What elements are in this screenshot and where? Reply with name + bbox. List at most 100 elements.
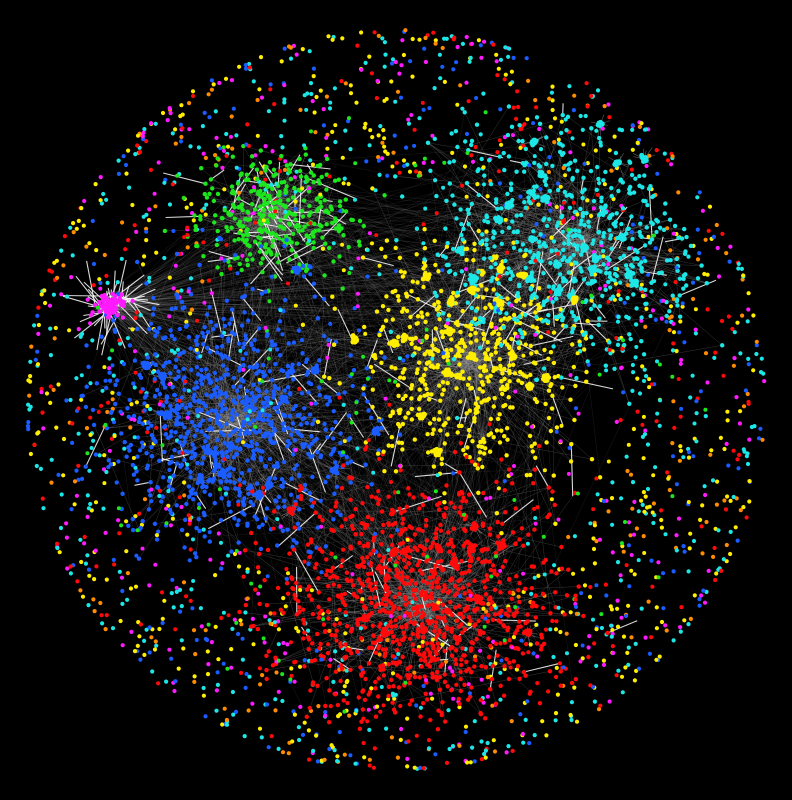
edge bbox=[397, 344, 424, 381]
periphery-node bbox=[610, 480, 615, 485]
periphery-node bbox=[251, 79, 256, 84]
periphery-node bbox=[184, 319, 189, 324]
periphery-node bbox=[316, 704, 321, 709]
edge bbox=[226, 422, 279, 508]
edge bbox=[203, 231, 268, 257]
periphery-node bbox=[641, 456, 646, 461]
edge bbox=[482, 369, 487, 467]
periphery-node bbox=[454, 60, 459, 65]
periphery-node bbox=[632, 572, 637, 577]
periphery-node bbox=[258, 55, 264, 60]
periphery-node bbox=[76, 431, 81, 436]
periphery-node bbox=[616, 668, 621, 673]
periphery-node bbox=[682, 618, 687, 623]
periphery-node bbox=[510, 748, 515, 754]
periphery-node bbox=[584, 81, 589, 86]
edge bbox=[350, 499, 470, 592]
periphery-node bbox=[511, 105, 516, 110]
edge bbox=[402, 261, 503, 312]
periphery-node bbox=[274, 670, 279, 675]
periphery-node bbox=[242, 734, 247, 739]
periphery-node bbox=[71, 230, 76, 235]
periphery-node bbox=[202, 110, 207, 115]
edge bbox=[268, 223, 308, 270]
edge bbox=[322, 248, 536, 400]
periphery-node bbox=[123, 162, 129, 168]
edge bbox=[456, 567, 584, 617]
periphery-node bbox=[532, 733, 537, 738]
edge bbox=[401, 311, 446, 424]
edge bbox=[423, 593, 432, 631]
edge bbox=[246, 399, 334, 412]
periphery-node bbox=[467, 59, 472, 64]
edge bbox=[405, 417, 494, 438]
edge bbox=[465, 250, 475, 352]
periphery-node bbox=[587, 594, 593, 600]
periphery-node bbox=[116, 171, 121, 176]
edge bbox=[539, 123, 650, 190]
periphery-node bbox=[417, 116, 422, 121]
periphery-node bbox=[188, 547, 193, 552]
periphery-node bbox=[348, 753, 353, 758]
periphery-node bbox=[331, 679, 336, 685]
periphery-node bbox=[239, 622, 244, 627]
periphery-node bbox=[457, 743, 462, 748]
edge bbox=[439, 365, 463, 474]
periphery-node bbox=[87, 468, 92, 473]
edge bbox=[300, 586, 506, 643]
periphery-node bbox=[330, 129, 335, 134]
periphery-node bbox=[310, 162, 316, 167]
periphery-node bbox=[85, 553, 90, 558]
periphery-node bbox=[746, 291, 751, 296]
edge bbox=[437, 364, 458, 455]
edge bbox=[550, 385, 575, 421]
periphery-node bbox=[100, 621, 105, 626]
edge bbox=[381, 567, 424, 656]
edge bbox=[231, 371, 260, 402]
periphery-node bbox=[506, 54, 511, 59]
periphery-node bbox=[229, 647, 234, 652]
periphery-node bbox=[498, 670, 503, 675]
periphery-node bbox=[214, 708, 219, 713]
periphery-node bbox=[671, 569, 676, 574]
edge bbox=[212, 376, 265, 482]
periphery-node bbox=[678, 319, 683, 324]
periphery-node bbox=[68, 225, 73, 230]
periphery-node bbox=[79, 206, 84, 211]
periphery-node bbox=[213, 153, 218, 158]
edge bbox=[286, 214, 292, 243]
periphery-node bbox=[681, 544, 686, 549]
periphery-node bbox=[187, 558, 192, 563]
periphery-node bbox=[110, 397, 115, 402]
periphery-node bbox=[703, 237, 708, 242]
periphery-node bbox=[92, 577, 97, 582]
periphery-node bbox=[94, 248, 99, 253]
periphery-node bbox=[51, 292, 57, 297]
periphery-node bbox=[700, 503, 705, 508]
periphery-node bbox=[465, 760, 470, 765]
edge bbox=[566, 130, 625, 346]
periphery-node bbox=[174, 589, 179, 595]
periphery-node bbox=[188, 598, 193, 604]
periphery-node bbox=[514, 116, 519, 121]
periphery-node bbox=[179, 638, 184, 643]
periphery-node bbox=[391, 150, 396, 155]
periphery-node bbox=[394, 160, 399, 165]
periphery-node bbox=[104, 577, 109, 582]
edge bbox=[200, 216, 244, 227]
edge bbox=[534, 331, 583, 444]
edge bbox=[442, 570, 456, 587]
periphery-node bbox=[167, 106, 172, 111]
periphery-node bbox=[276, 642, 281, 647]
periphery-node bbox=[536, 573, 541, 579]
edge bbox=[279, 180, 319, 230]
periphery-node bbox=[34, 463, 39, 469]
periphery-node bbox=[27, 407, 32, 412]
periphery-node bbox=[355, 43, 360, 48]
edge bbox=[390, 255, 625, 333]
periphery-node bbox=[630, 147, 635, 152]
periphery-node bbox=[516, 594, 521, 599]
periphery-node bbox=[751, 368, 756, 373]
periphery-node bbox=[381, 128, 386, 133]
edge bbox=[440, 290, 471, 371]
